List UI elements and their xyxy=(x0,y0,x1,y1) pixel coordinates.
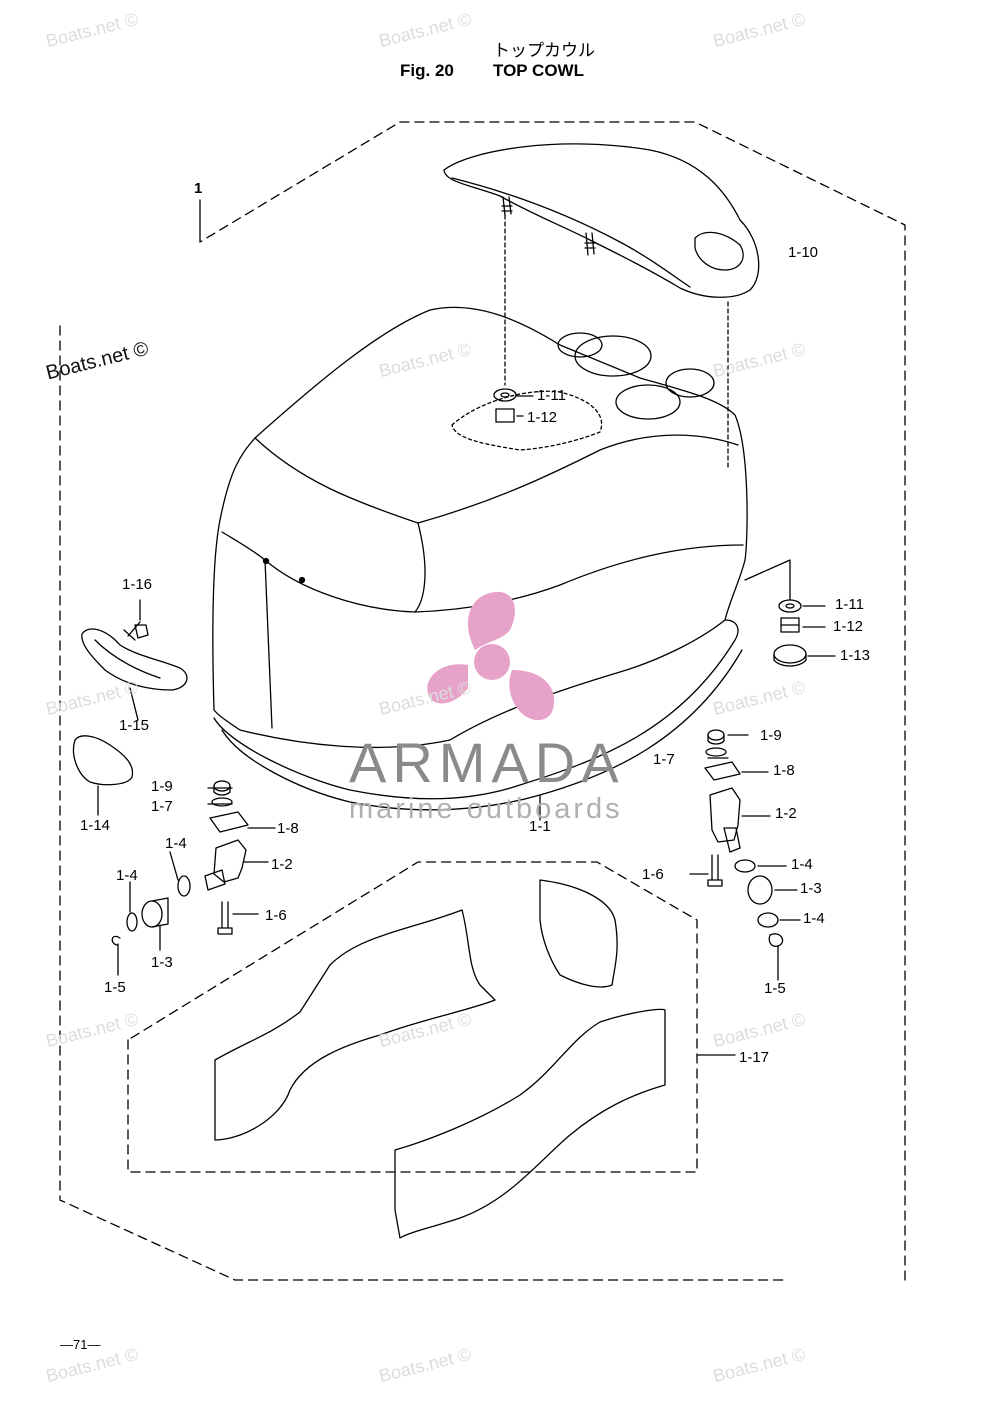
part-label: 1-8 xyxy=(773,762,795,779)
part-label: 1-7 xyxy=(151,798,173,815)
part-label: 1-5 xyxy=(764,980,786,997)
part-label: 1-3 xyxy=(800,880,822,897)
armada-propeller-logo xyxy=(427,591,555,721)
part-label: 1-9 xyxy=(760,727,782,744)
spacer-1-3-right xyxy=(747,875,773,905)
leader-right-fasteners xyxy=(744,559,791,601)
washer-1-4-right-b xyxy=(757,912,779,928)
pad-1-14 xyxy=(72,735,134,786)
assembly-boundary-outer xyxy=(59,121,906,1281)
part-label: 1-17 xyxy=(739,1049,770,1066)
part-label: 1-4 xyxy=(165,835,187,852)
part-label: 1-16 xyxy=(122,576,153,593)
title-japanese: トップカウル xyxy=(493,41,595,60)
page-number: —71— xyxy=(60,1337,101,1352)
armada-logo-text: ARMADA xyxy=(349,731,625,794)
insulator-1-17-c xyxy=(394,1008,666,1239)
grommet-1-11-right xyxy=(778,599,802,613)
part-label: 1-13 xyxy=(840,647,871,664)
cowl-body-1-1 xyxy=(212,306,748,749)
part-label: 1-2 xyxy=(271,856,293,873)
bracket-1-2-left xyxy=(204,839,247,891)
part-label: 1-12 xyxy=(833,618,864,635)
part-label: 1-9 xyxy=(151,778,173,795)
part-label: 1-4 xyxy=(116,867,138,884)
part-label: 1-1 xyxy=(529,818,551,835)
washer-1-4-left-b xyxy=(126,912,138,932)
figure-number: Fig. 20 xyxy=(400,61,454,80)
plate-1-8-left xyxy=(209,811,249,833)
insulator-1-17-a xyxy=(214,909,496,1141)
part-label: 1-6 xyxy=(265,907,287,924)
part-label: 1-8 xyxy=(277,820,299,837)
part-label: 1-11 xyxy=(537,387,566,404)
washer-1-4-right-a xyxy=(734,859,756,873)
part-label: 1-4 xyxy=(803,910,825,927)
bolt-1-6-left xyxy=(217,901,233,935)
vent-cover-1-10 xyxy=(443,143,760,298)
cap-1-13 xyxy=(773,644,807,664)
spacer-1-3-left xyxy=(141,900,163,928)
part-label: 1-14 xyxy=(80,817,111,834)
part-label: 1-12 xyxy=(527,409,558,426)
part-label: 1-7 xyxy=(653,751,675,768)
part-label: 1-10 xyxy=(788,244,819,261)
screw-1-16 xyxy=(123,621,149,641)
clip-1-5-right xyxy=(768,933,784,947)
part-label: 1 xyxy=(194,180,203,197)
part-label: 1-2 xyxy=(775,805,797,822)
washer-1-7-right xyxy=(705,747,727,757)
armada-logo-subtext: marine outboards xyxy=(349,793,623,825)
nut-1-12-top xyxy=(495,408,515,423)
part-label: 1-4 xyxy=(791,856,813,873)
washer-1-7-left xyxy=(211,797,233,807)
title-english: TOP COWL xyxy=(493,61,584,80)
grommet-1-9-left xyxy=(213,780,231,792)
part-label: 1-6 xyxy=(642,866,664,883)
washer-1-4-left-a xyxy=(177,875,191,897)
lever-1-15 xyxy=(81,628,188,691)
bolt-1-6-right xyxy=(707,854,723,887)
insulator-1-17-b xyxy=(539,879,618,988)
clip-1-5-left xyxy=(111,935,121,946)
part-label: 1-3 xyxy=(151,954,173,971)
plate-1-8-right xyxy=(704,761,741,781)
bracket-1-2-right xyxy=(709,787,741,853)
grommet-1-9-right xyxy=(707,729,725,741)
part-label: 1-11 xyxy=(835,596,864,613)
cowl-seal-ring xyxy=(213,619,743,811)
grommet-1-11-top xyxy=(493,388,517,402)
part-label: 1-15 xyxy=(119,717,150,734)
assembly-boundary-inner xyxy=(127,861,698,1173)
nut-1-12-right xyxy=(780,617,800,633)
part-label: 1-5 xyxy=(104,979,126,996)
